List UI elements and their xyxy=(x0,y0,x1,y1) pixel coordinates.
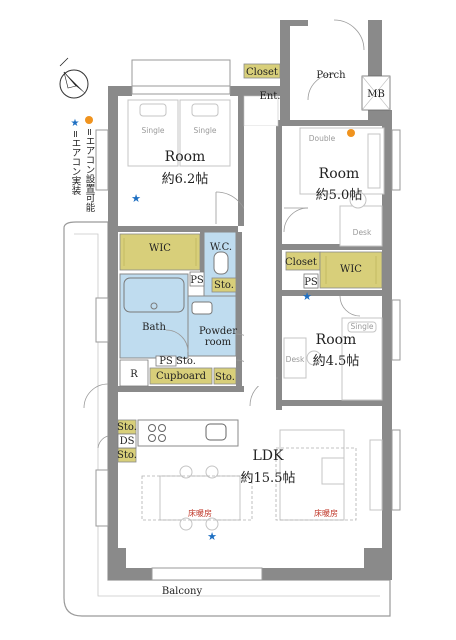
ac-markers: ★ ★ ★ xyxy=(131,129,355,543)
furniture-single3-label: Single xyxy=(350,322,373,331)
room1-size: 約6.2帖 xyxy=(162,172,209,187)
ps-label-2: PS xyxy=(159,356,173,367)
legend-blue-star: ★ xyxy=(71,118,80,129)
hallway xyxy=(244,126,276,386)
entrance-label: Ent. xyxy=(260,91,281,102)
floor-heating-zones xyxy=(141,447,357,521)
bath-label: Bath xyxy=(142,322,166,333)
ac-installed-star-1: ★ xyxy=(131,192,141,205)
wet-areas xyxy=(119,231,237,359)
furniture-desk1-label: Desk xyxy=(353,228,372,237)
north-arrow-icon xyxy=(59,57,89,99)
furniture-single2-label: Single xyxy=(193,126,216,135)
legend-orange-label: =エアコン設置可能 xyxy=(84,128,96,213)
legend-blue-label: =エアコン実装 xyxy=(70,130,82,196)
room1-name: Room xyxy=(165,149,206,165)
cupboard-label: Cupboard xyxy=(156,371,207,382)
sto-label-2: Sto. xyxy=(176,356,196,367)
porch-area xyxy=(290,20,368,112)
powder-room-label-2: room xyxy=(205,337,232,348)
legend-orange-dot xyxy=(85,116,93,124)
powder-room-label-1: Powder xyxy=(199,326,237,337)
ds-label: DS xyxy=(120,436,135,447)
windows xyxy=(95,59,401,581)
furniture-double-label: Double xyxy=(309,134,336,143)
kitchen-counter xyxy=(137,419,239,447)
ac-installed-star-3: ★ xyxy=(207,530,217,543)
wic-right-label: WIC xyxy=(340,264,362,275)
mb-label: MB xyxy=(367,89,385,100)
interior-walls xyxy=(118,96,382,410)
legend: =エアコン設置可能 ★ =エアコン実装 xyxy=(70,116,96,213)
balcony-label: Balcony xyxy=(162,586,203,597)
sto-kitchen2-label: Sto. xyxy=(117,450,137,461)
room2-name: Room xyxy=(319,166,360,182)
r-label: R xyxy=(130,369,138,380)
sto-label-3: Sto. xyxy=(215,372,235,383)
furniture-single1-label: Single xyxy=(141,126,164,135)
closet-mid-label: Closet xyxy=(285,257,317,268)
closet-top-label: Closet xyxy=(246,67,278,78)
storage-hatching xyxy=(123,238,377,284)
room2-size: 約5.0帖 xyxy=(316,188,363,203)
room3-name: Room xyxy=(316,332,357,348)
ldk-name: LDK xyxy=(253,448,285,464)
storage-blocks xyxy=(117,63,383,463)
floor-heating-label-1: 床暖房 xyxy=(188,508,212,518)
floor-heating-label-2: 床暖房 xyxy=(314,508,338,518)
ps-label-3: PS xyxy=(304,277,318,288)
ldk-size: 約15.5帖 xyxy=(241,471,296,486)
sto-label-1: Sto. xyxy=(214,280,234,291)
balcony-inner-line xyxy=(74,233,380,597)
mb-cross xyxy=(361,75,391,111)
furniture xyxy=(127,99,385,531)
sto-kitchen1-label: Sto. xyxy=(117,422,137,433)
porch-label: Porch xyxy=(316,70,346,81)
ps-boxes xyxy=(117,271,319,449)
ps-label-1: PS xyxy=(190,275,204,286)
ac-installed-star-2: ★ xyxy=(302,290,312,303)
furniture-desk2-label: Desk xyxy=(286,355,305,364)
wic-left-label: WIC xyxy=(149,243,171,254)
ac-possible-dot xyxy=(347,129,355,137)
room3-size: 約4.5帖 xyxy=(313,354,360,369)
wc-label: W.C. xyxy=(210,242,232,253)
entrance-floor xyxy=(243,95,279,127)
